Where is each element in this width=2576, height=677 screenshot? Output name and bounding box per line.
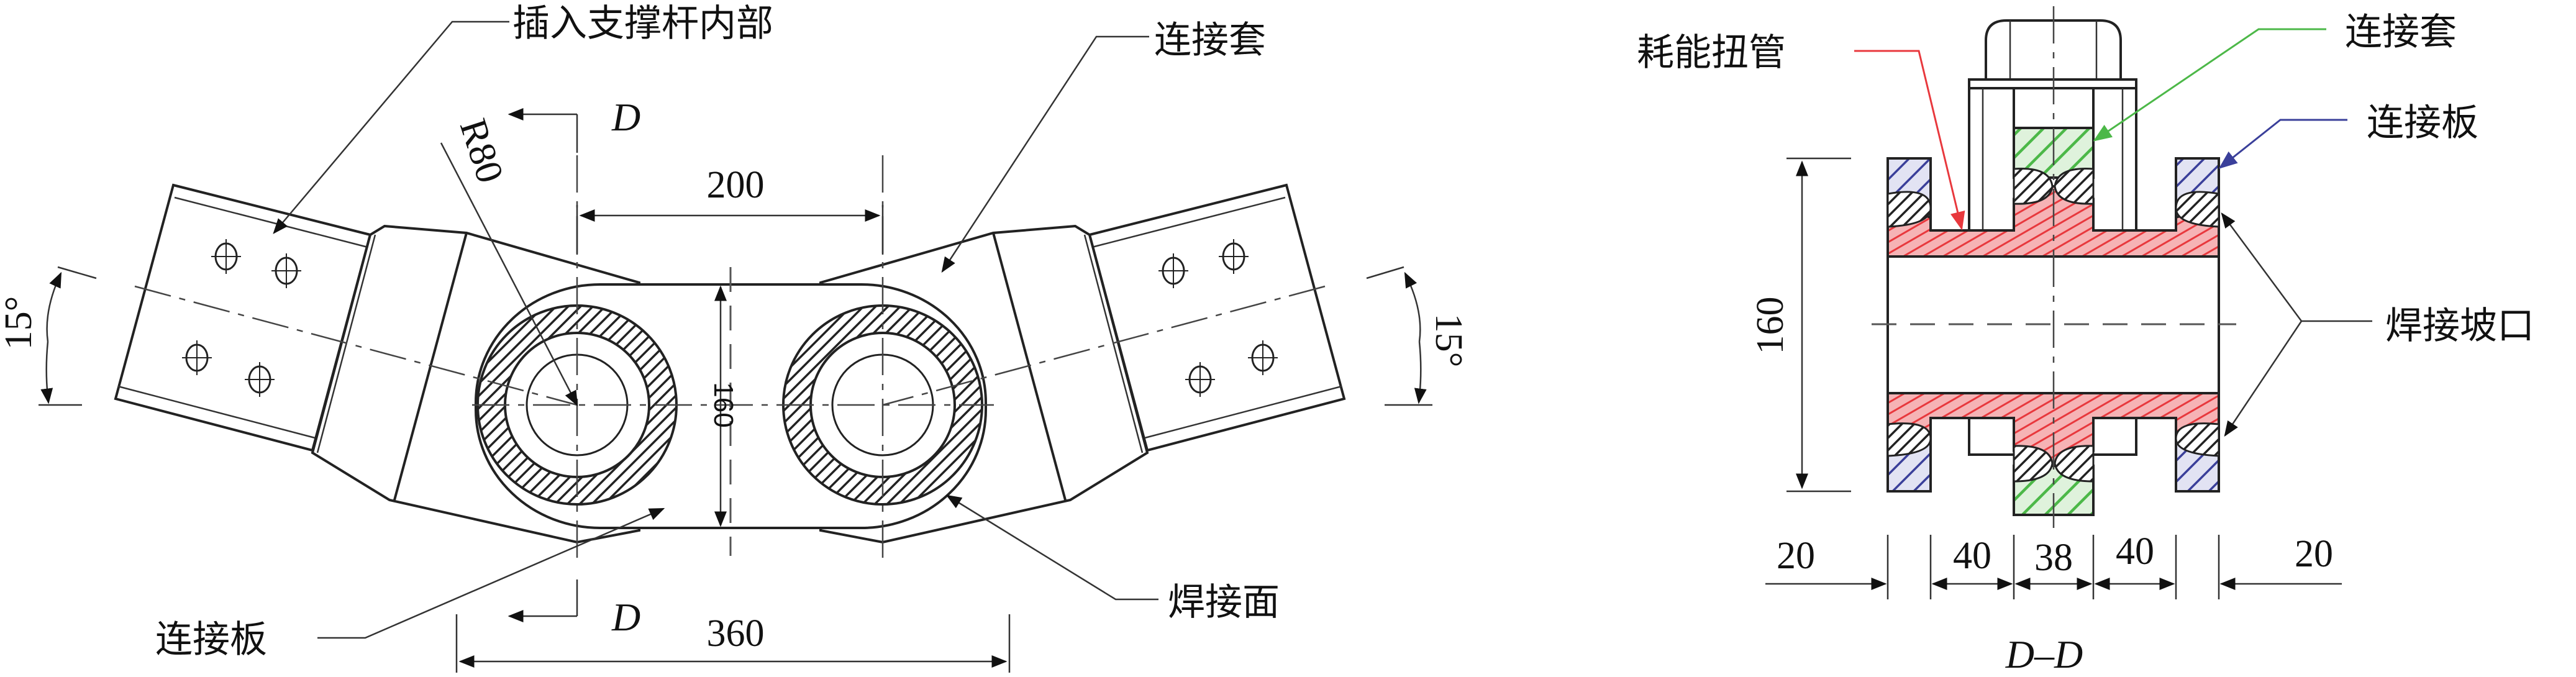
center-distance-dimension: 200 xyxy=(707,164,765,206)
width-dimension-5: 20 xyxy=(2295,533,2333,575)
label-connection-sleeve: 连接套 xyxy=(1154,19,1266,62)
section-energy-tube-bottom xyxy=(1886,392,2220,465)
overall-length-dimension: 360 xyxy=(707,612,765,655)
section-welds xyxy=(1886,168,2220,483)
label-insert-brace: 插入支撑杆内部 xyxy=(512,2,773,45)
right-angle-dimension: 15° xyxy=(1427,314,1470,368)
section-view: 160 20 40 38 40 20 D–D 耗能扭管 连接套 连接板 焊接坡口 xyxy=(1637,6,2534,676)
label-section-connection-plate: 连接板 xyxy=(2367,101,2478,145)
label-section-connection-sleeve: 连接套 xyxy=(2345,11,2457,54)
section-mark-bottom: D xyxy=(611,595,640,639)
section-mark-top: D xyxy=(611,95,640,139)
label-energy-tube: 耗能扭管 xyxy=(1637,31,1786,75)
left-angle-dimension: 15° xyxy=(0,296,40,350)
front-view: R80 D D 200 160 360 15° xyxy=(0,2,1470,673)
section-title: D–D xyxy=(2005,632,2083,676)
radius-dimension: R80 xyxy=(452,114,512,188)
label-weld-groove: 焊接坡口 xyxy=(2385,304,2534,348)
label-weld-face: 焊接面 xyxy=(1168,581,1280,624)
label-connection-plate: 连接板 xyxy=(155,618,267,661)
plate-height-dimension: 160 xyxy=(708,382,739,427)
section-height-dimension: 160 xyxy=(1749,297,1791,355)
width-dimension-4: 40 xyxy=(2116,530,2154,573)
width-dimension-2: 40 xyxy=(1953,535,1991,577)
width-dimension-3: 38 xyxy=(2034,537,2073,579)
width-dimension-1: 20 xyxy=(1777,535,1815,577)
